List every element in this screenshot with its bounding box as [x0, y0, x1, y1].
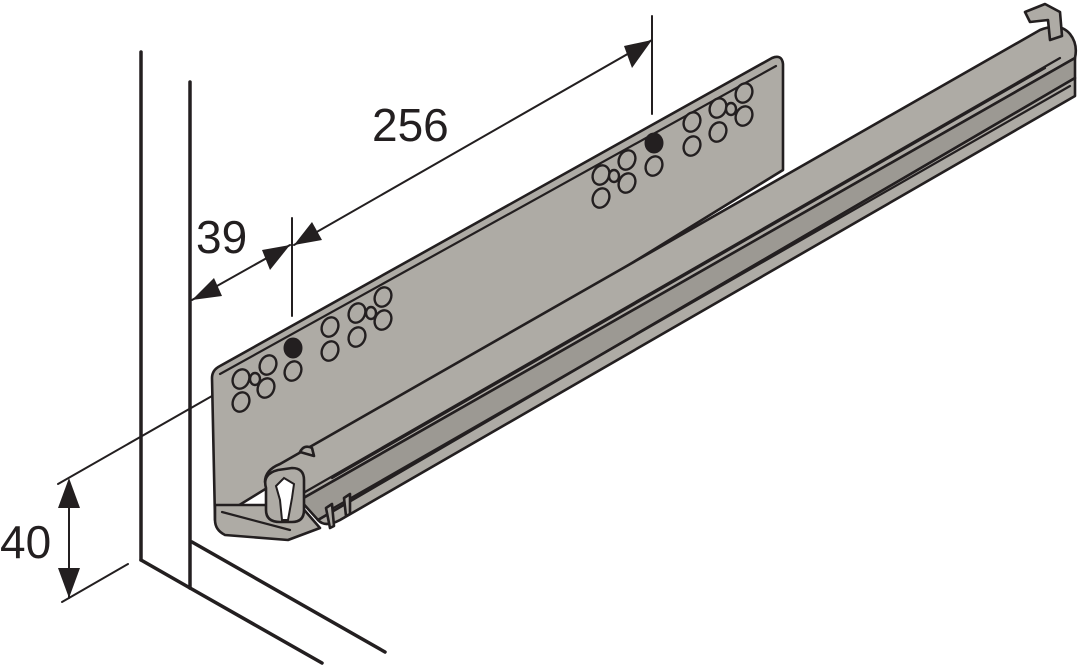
dimension-label-height: 40: [0, 516, 51, 568]
arrow-right-icon: [624, 40, 652, 68]
dimension-256: 256: [293, 15, 653, 246]
reference-hole-rear: [644, 132, 664, 154]
dimension-39: 39: [191, 211, 293, 317]
dimension-40: 40: [0, 395, 213, 603]
arrow-up-icon: [58, 478, 80, 508]
arrow-left-icon: [192, 278, 222, 300]
cabinet-wall: [139, 50, 387, 665]
reference-hole-front: [283, 337, 303, 359]
runner-rail: [263, 25, 1078, 530]
rear-hook: [1023, 2, 1064, 42]
dimension-label-hole-spacing: 256: [372, 99, 449, 151]
hole-pattern-rear: [591, 82, 754, 209]
hole-pattern-front: [231, 286, 393, 413]
arrow-right-icon: [262, 245, 290, 270]
arrow-left-icon: [294, 222, 322, 245]
arrow-down-icon: [58, 568, 80, 598]
dimension-label-setback: 39: [196, 211, 247, 263]
